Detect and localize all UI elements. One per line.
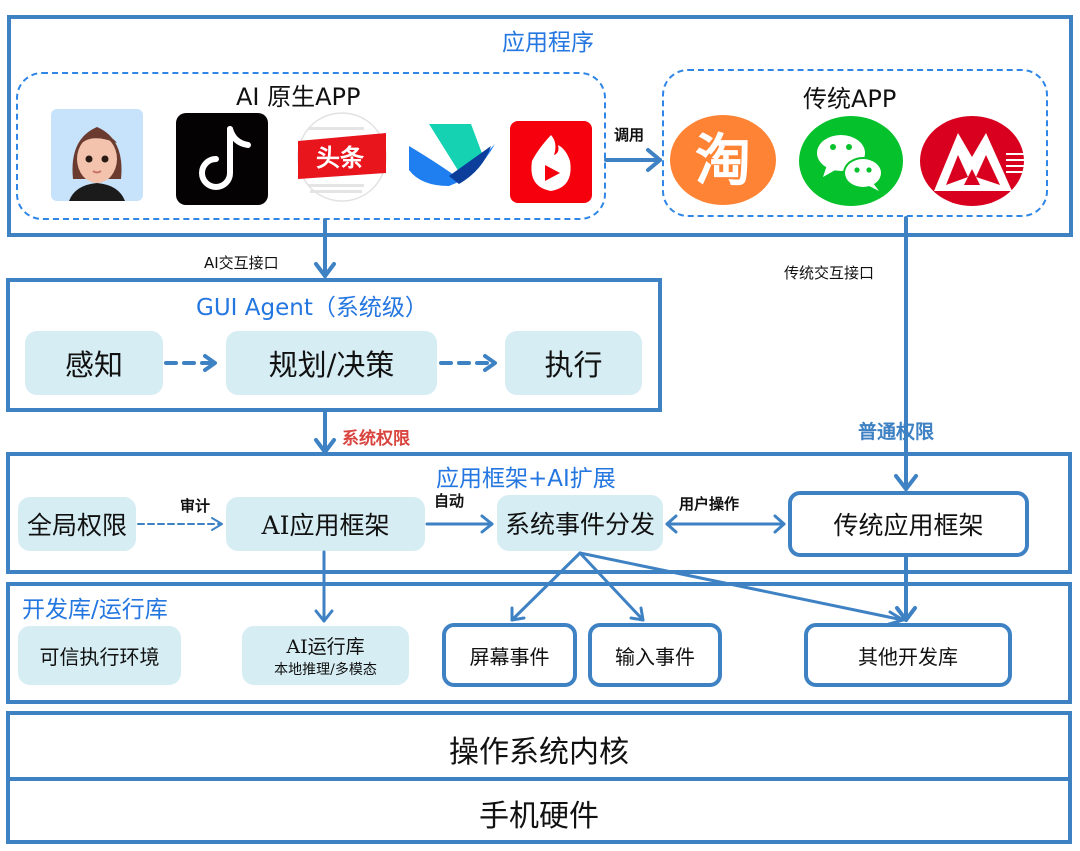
execution-label: 执行 [544, 348, 603, 382]
bank-logo-icon[interactable] [920, 115, 1026, 207]
traditional-app-title: 传统APP [803, 85, 897, 113]
system-permission-label: 系统权限 [342, 429, 410, 449]
ai-runtime-title: AI运行库 [286, 636, 365, 658]
ai-runtime-subtitle: 本地推理/多模态 [274, 662, 377, 678]
ai-framework-label: AI应用框架 [261, 511, 390, 540]
toutiao-icon[interactable]: 头条 [296, 111, 388, 203]
library-layer-title: 开发库/运行库 [22, 597, 168, 623]
auto-label: 自动 [434, 492, 465, 510]
traditional-interface-label: 传统交互接口 [784, 264, 875, 282]
svg-text:淘: 淘 [695, 129, 751, 194]
screen-event-label: 屏幕事件 [469, 644, 550, 669]
other-libs-label: 其他开发库 [858, 644, 958, 669]
event-dispatch-label: 系统事件分发 [504, 510, 655, 539]
wechat-icon[interactable] [799, 115, 903, 207]
bird-icon[interactable] [409, 120, 501, 212]
tee-label: 可信执行环境 [39, 645, 160, 669]
audit-label: 审计 [180, 497, 211, 515]
tiktok-note-icon[interactable] [176, 113, 268, 205]
ai-runtime-box[interactable]: AI运行库 本地推理/多模态 [242, 626, 409, 685]
user-operation-label: 用户操作 [679, 495, 740, 513]
kernel-label: 操作系统内核 [449, 735, 629, 770]
global-permission-label: 全局权限 [26, 511, 127, 540]
tee-box[interactable]: 可信执行环境 [18, 626, 181, 685]
ai-framework-box[interactable]: AI应用框架 [226, 497, 425, 551]
hardware-label: 手机硬件 [479, 799, 599, 834]
flame-play-icon[interactable] [510, 121, 602, 213]
call-label: 调用 [614, 126, 645, 144]
event-dispatch-box[interactable]: 系统事件分发 [497, 495, 663, 551]
perception-step[interactable]: 感知 [25, 331, 163, 395]
gui-agent-title: GUI Agent（系统级） [196, 295, 428, 321]
ai-interface-label: AI交互接口 [204, 254, 279, 272]
framework-layer-title: 应用框架+AI扩展 [436, 466, 616, 492]
input-event-box[interactable]: 输入事件 [588, 623, 722, 687]
planning-step[interactable]: 规划/决策 [226, 331, 437, 395]
screen-event-box[interactable]: 屏幕事件 [442, 623, 577, 687]
kernel-layer: 操作系统内核 [6, 711, 1072, 781]
cartoon-girl-icon[interactable] [51, 109, 143, 201]
perception-label: 感知 [64, 348, 123, 382]
svg-text:头条: 头条 [316, 144, 365, 172]
planning-label: 规划/决策 [268, 348, 395, 382]
taobao-icon[interactable]: 淘 [669, 114, 776, 206]
application-layer-title: 应用程序 [502, 30, 594, 56]
traditional-interface-arrow [894, 216, 918, 491]
ai-native-app-group [16, 72, 606, 220]
normal-permission-label: 普通权限 [858, 421, 935, 443]
other-libs-box[interactable]: 其他开发库 [804, 623, 1012, 687]
hardware-layer: 手机硬件 [6, 777, 1072, 844]
ai-native-app-title: AI 原生APP [236, 83, 361, 111]
system-permission-arrow [314, 410, 336, 454]
input-event-label: 输入事件 [615, 644, 695, 669]
traditional-app-group [662, 69, 1048, 217]
global-permission-box[interactable]: 全局权限 [18, 497, 136, 551]
traditional-framework-box[interactable]: 传统应用框架 [788, 491, 1029, 557]
execution-step[interactable]: 执行 [505, 331, 642, 395]
traditional-framework-label: 传统应用框架 [833, 511, 984, 540]
